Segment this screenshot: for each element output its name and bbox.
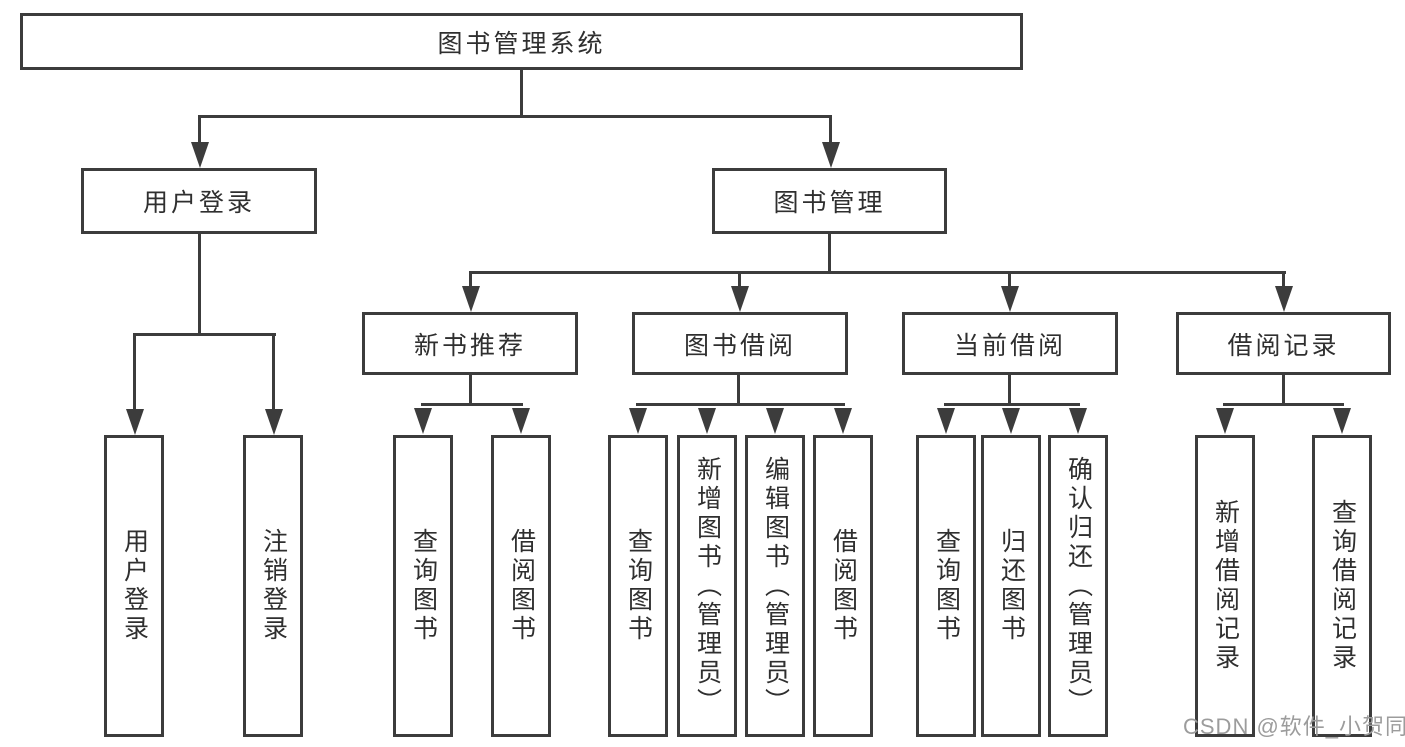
arrow-down-icon <box>126 409 144 435</box>
arrow-down-icon <box>1001 286 1019 312</box>
connector-line <box>469 271 1286 274</box>
arrow-down-icon <box>822 142 840 168</box>
leaf-edit-books-admin: 编辑图书（管理员） <box>745 435 805 737</box>
arrow-down-icon <box>834 408 852 434</box>
node-book-borrow: 图书借阅 <box>632 312 848 375</box>
connector-line <box>1223 403 1344 406</box>
arrow-down-icon <box>731 286 749 312</box>
connector-line <box>421 403 523 406</box>
connector-line <box>828 234 831 274</box>
arrow-down-icon <box>1216 408 1234 434</box>
leaf-search-books-2-label: 查询图书 <box>624 528 653 644</box>
node-new-book-recommend: 新书推荐 <box>362 312 578 375</box>
connector-line <box>1008 375 1011 406</box>
arrow-down-icon <box>1002 408 1020 434</box>
leaf-confirm-return-admin: 确认归还（管理员） <box>1048 435 1108 737</box>
watermark: CSDN @软件_小贺同学 <box>1183 714 1405 739</box>
leaf-add-books-admin-label: 新增图书（管理员） <box>693 455 722 717</box>
leaf-confirm-return-admin-label: 确认归还（管理员） <box>1064 455 1093 717</box>
node-user-login: 用户登录 <box>81 168 317 234</box>
arrow-down-icon <box>191 142 209 168</box>
leaf-logout-label: 注销登录 <box>259 528 288 644</box>
leaf-borrow-books-1: 借阅图书 <box>491 435 551 737</box>
connector-line <box>944 403 1080 406</box>
connector-line <box>520 69 523 118</box>
connector-line <box>198 118 201 146</box>
leaf-add-borrow-record-label: 新增借阅记录 <box>1211 499 1240 673</box>
connector-line <box>272 336 275 410</box>
node-user-login-label: 用户登录 <box>142 189 255 217</box>
arrow-down-icon <box>937 408 955 434</box>
leaf-user-login: 用户登录 <box>104 435 164 737</box>
connector-line <box>469 274 472 288</box>
connector-line <box>1282 274 1285 288</box>
arrow-down-icon <box>512 408 530 434</box>
node-borrow-records: 借阅记录 <box>1176 312 1391 375</box>
node-borrow-records-label: 借阅记录 <box>1227 331 1340 360</box>
leaf-return-books: 归还图书 <box>981 435 1041 737</box>
leaf-edit-books-admin-label: 编辑图书（管理员） <box>761 455 790 717</box>
leaf-add-borrow-record: 新增借阅记录 <box>1195 435 1255 737</box>
leaf-search-borrow-record: 查询借阅记录 <box>1312 435 1372 737</box>
node-book-management: 图书管理 <box>712 168 947 234</box>
connector-line <box>469 375 472 406</box>
leaf-search-books-3-label: 查询图书 <box>932 528 961 644</box>
connector-line <box>738 274 741 288</box>
leaf-search-books-1-label: 查询图书 <box>409 528 438 644</box>
connector-line <box>133 336 136 410</box>
arrow-down-icon <box>414 408 432 434</box>
arrow-down-icon <box>1275 286 1293 312</box>
node-current-borrow: 当前借阅 <box>902 312 1118 375</box>
leaf-search-books-1: 查询图书 <box>393 435 453 737</box>
arrow-down-icon <box>629 408 647 434</box>
leaf-borrow-books-1-label: 借阅图书 <box>507 528 536 644</box>
arrow-down-icon <box>1333 408 1351 434</box>
leaf-borrow-books-2-label: 借阅图书 <box>829 528 858 644</box>
leaf-logout: 注销登录 <box>243 435 303 737</box>
arrow-down-icon <box>462 286 480 312</box>
arrow-down-icon <box>766 408 784 434</box>
node-book-management-label: 图书管理 <box>773 189 886 217</box>
leaf-add-books-admin: 新增图书（管理员） <box>677 435 737 737</box>
connector-line <box>198 115 832 118</box>
connector-line <box>1282 375 1285 406</box>
leaf-search-borrow-record-label: 查询借阅记录 <box>1328 499 1357 673</box>
leaf-search-books-2: 查询图书 <box>608 435 668 737</box>
leaf-search-books-3: 查询图书 <box>916 435 976 737</box>
node-root-label: 图书管理系统 <box>437 29 606 58</box>
connector-line <box>133 333 276 336</box>
arrow-down-icon <box>1069 408 1087 434</box>
connector-line <box>829 118 832 146</box>
connector-line <box>737 375 740 406</box>
node-book-borrow-label: 图书借阅 <box>683 331 796 360</box>
connector-line <box>636 403 845 406</box>
connector-line <box>198 233 201 336</box>
leaf-user-login-label: 用户登录 <box>120 528 149 644</box>
node-current-borrow-label: 当前借阅 <box>953 331 1066 360</box>
arrow-down-icon <box>698 408 716 434</box>
node-root: 图书管理系统 <box>20 13 1023 70</box>
leaf-return-books-label: 归还图书 <box>997 528 1026 644</box>
node-new-book-recommend-label: 新书推荐 <box>413 331 526 360</box>
leaf-borrow-books-2: 借阅图书 <box>813 435 873 737</box>
connector-line <box>1008 274 1011 288</box>
arrow-down-icon <box>265 409 283 435</box>
